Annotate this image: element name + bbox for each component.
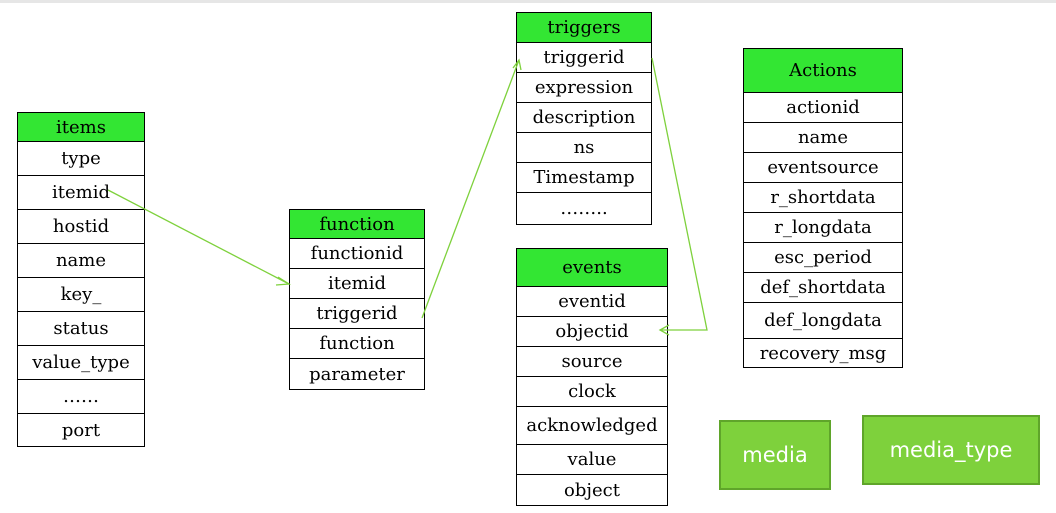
table-row: eventid: [517, 287, 667, 317]
items-table: items type itemid hostid name key_ statu…: [17, 112, 145, 447]
table-row: function: [290, 329, 424, 359]
table-row: value_type: [18, 346, 144, 380]
table-row: functionid: [290, 239, 424, 269]
table-row: value: [517, 445, 667, 475]
top-border: [0, 0, 1056, 3]
table-row: key_: [18, 278, 144, 312]
table-header: Actions: [744, 49, 902, 93]
media-type-box: media_type: [862, 415, 1040, 485]
function-table: function functionid itemid triggerid fun…: [289, 209, 425, 390]
table-row: Timestamp: [517, 163, 651, 193]
table-row: def_longdata: [744, 303, 902, 339]
table-row: recovery_msg: [759, 342, 887, 364]
table-row: name: [18, 244, 144, 278]
table-row: itemid: [18, 176, 144, 210]
table-row: clock: [517, 377, 667, 407]
table-row: r_longdata: [744, 213, 902, 243]
arrow-items-to-function: [107, 189, 291, 286]
table-row: triggerid: [517, 43, 651, 73]
table-row: expression: [517, 73, 651, 103]
actions-table: Actions actionid name eventsource r_shor…: [743, 48, 903, 368]
table-header: items: [18, 113, 144, 142]
table-row: source: [517, 347, 667, 377]
events-table: events eventid objectid source clock ack…: [516, 248, 668, 506]
table-row: def_shortdata: [744, 273, 902, 303]
table-row: itemid: [290, 269, 424, 299]
table-row: triggerid: [290, 299, 424, 329]
table-row: name: [744, 123, 902, 153]
table-row: ns: [517, 133, 651, 163]
table-row: actionid: [744, 93, 902, 123]
arrow-function-to-triggers: [421, 58, 522, 319]
table-row: port: [61, 419, 101, 441]
table-row: objectid: [517, 317, 667, 347]
table-row: type: [18, 142, 144, 176]
table-row: description: [517, 103, 651, 133]
triggers-table: triggers triggerid expression descriptio…: [516, 12, 652, 225]
media-box: media: [719, 420, 831, 490]
table-row: hostid: [18, 210, 144, 244]
table-row: ……: [18, 380, 144, 414]
table-row: r_shortdata: [744, 183, 902, 213]
table-row: eventsource: [744, 153, 902, 183]
arrow-triggers-to-events: [651, 57, 708, 336]
table-row: object: [564, 479, 620, 501]
table-row: acknowledged: [517, 407, 667, 445]
table-header: function: [290, 210, 424, 239]
table-row: parameter: [309, 363, 405, 385]
table-header: triggers: [517, 13, 651, 43]
table-header: events: [517, 249, 667, 287]
table-row: status: [18, 312, 144, 346]
table-row: esc_period: [744, 243, 902, 273]
table-row: ……..: [560, 198, 608, 219]
